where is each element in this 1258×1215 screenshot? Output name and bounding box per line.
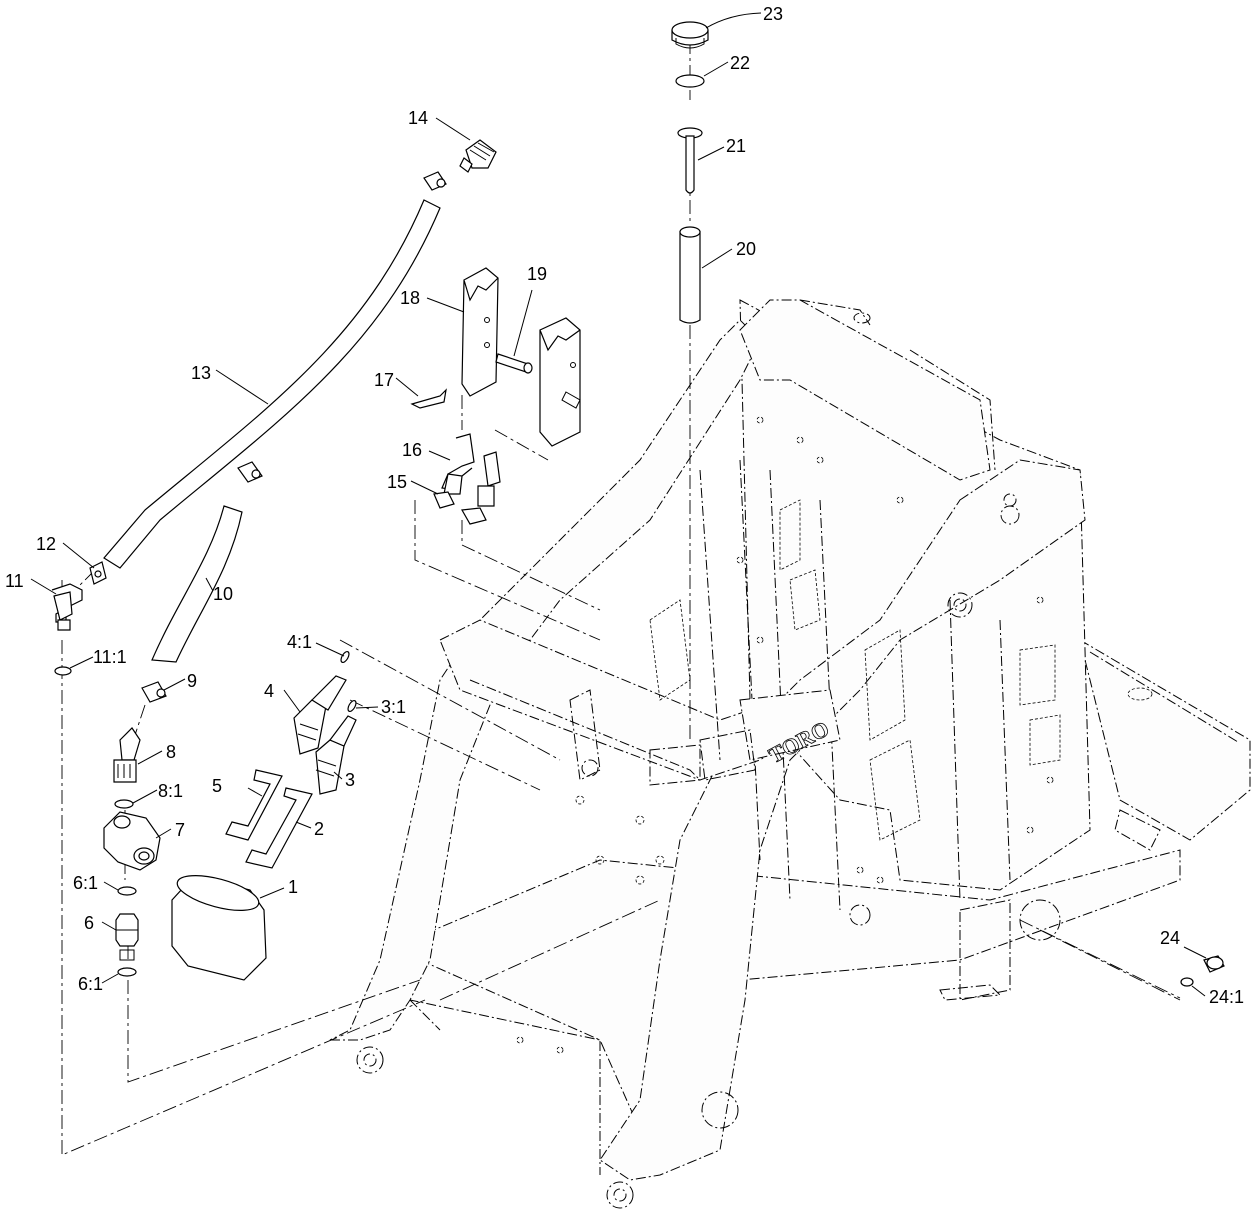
- part-4-1-oring: [340, 650, 350, 664]
- part-13-hose: [103, 199, 441, 569]
- machine-frame: TORO: [329, 299, 1251, 1209]
- callout-2: 2: [314, 819, 324, 839]
- callout-10: 10: [213, 584, 233, 604]
- callout-16: 16: [402, 440, 422, 460]
- callout-22: 22: [730, 53, 750, 73]
- callout-15: 15: [387, 472, 407, 492]
- callout-13: 13: [191, 363, 211, 383]
- callout-11: 11: [5, 571, 24, 591]
- part-hose-clamp-upper: [423, 171, 447, 191]
- part-22-oring: [675, 74, 705, 88]
- callout-8: 8: [166, 742, 176, 762]
- part-5-bracket: [225, 769, 283, 841]
- part-10-hose: [151, 505, 243, 663]
- part-7-filter-head: [103, 811, 161, 871]
- assembly-lines: [61, 40, 1181, 1156]
- part-14-breather-cap: [459, 139, 497, 173]
- callout-1: 1: [288, 877, 298, 897]
- part-6-1-oring-lower: [117, 967, 137, 977]
- callout-24: 24: [1160, 928, 1180, 948]
- callout-6-1-upper: 6:1: [73, 873, 98, 893]
- callout-labels: 23 22 21 20 14 18 19 17 16 15 13 12 11 1…: [5, 4, 1244, 1007]
- part-3-quick-coupler: [315, 715, 357, 795]
- callout-3-1: 3:1: [381, 697, 406, 717]
- callout-3: 3: [345, 770, 355, 790]
- part-23-fill-cap: [671, 21, 709, 49]
- callout-20: 20: [736, 239, 756, 259]
- part-3-1-oring: [347, 699, 357, 713]
- part-8-1-oring: [114, 799, 134, 809]
- part-hose-clamp-mid: [237, 461, 263, 483]
- part-24-plug: [1203, 955, 1225, 973]
- part-15-nut: [433, 491, 487, 525]
- callout-7: 7: [175, 820, 185, 840]
- part-11-elbow-fitting: [51, 583, 83, 631]
- part-1-filter: [171, 875, 267, 981]
- callout-24-1: 24:1: [1209, 987, 1244, 1007]
- callout-14: 14: [408, 108, 428, 128]
- part-6-adapter: [115, 913, 139, 961]
- part-16-fitting: [441, 433, 501, 507]
- frame-bolts: [516, 416, 1054, 1054]
- callout-8-1: 8:1: [158, 781, 183, 801]
- part-24-1-oring: [1180, 977, 1194, 987]
- callout-12: 12: [36, 534, 56, 554]
- part-4-quick-coupler: [293, 675, 347, 755]
- part-17-hair-pin: [410, 388, 447, 409]
- callout-4: 4: [264, 681, 274, 701]
- callout-17: 17: [374, 370, 394, 390]
- callout-21: 21: [726, 136, 746, 156]
- callout-6: 6: [84, 913, 94, 933]
- callout-leaders: [30, 12, 1207, 997]
- part-12-clamp: [89, 561, 107, 585]
- part-19-pin: [495, 353, 533, 374]
- part-9-clamp: [141, 681, 167, 703]
- callout-9: 9: [187, 671, 197, 691]
- callout-11-1: 11:1: [93, 647, 127, 667]
- callout-23: 23: [763, 4, 783, 24]
- part-6-1-oring-upper: [117, 886, 137, 896]
- callout-18: 18: [400, 288, 420, 308]
- part-21-dipstick: [677, 127, 703, 194]
- part-8-fitting: [113, 727, 141, 783]
- callout-19: 19: [527, 264, 547, 284]
- part-20-dipstick-tube: [679, 226, 701, 324]
- callout-5: 5: [212, 776, 222, 796]
- part-18-hose-holder: [461, 267, 499, 397]
- callout-4-1: 4:1: [287, 632, 312, 652]
- part-2-bracket: [245, 787, 313, 869]
- callout-6-1-lower: 6:1: [78, 974, 103, 994]
- part-hose-holder-second: [539, 317, 581, 447]
- part-11-1-oring: [54, 666, 72, 676]
